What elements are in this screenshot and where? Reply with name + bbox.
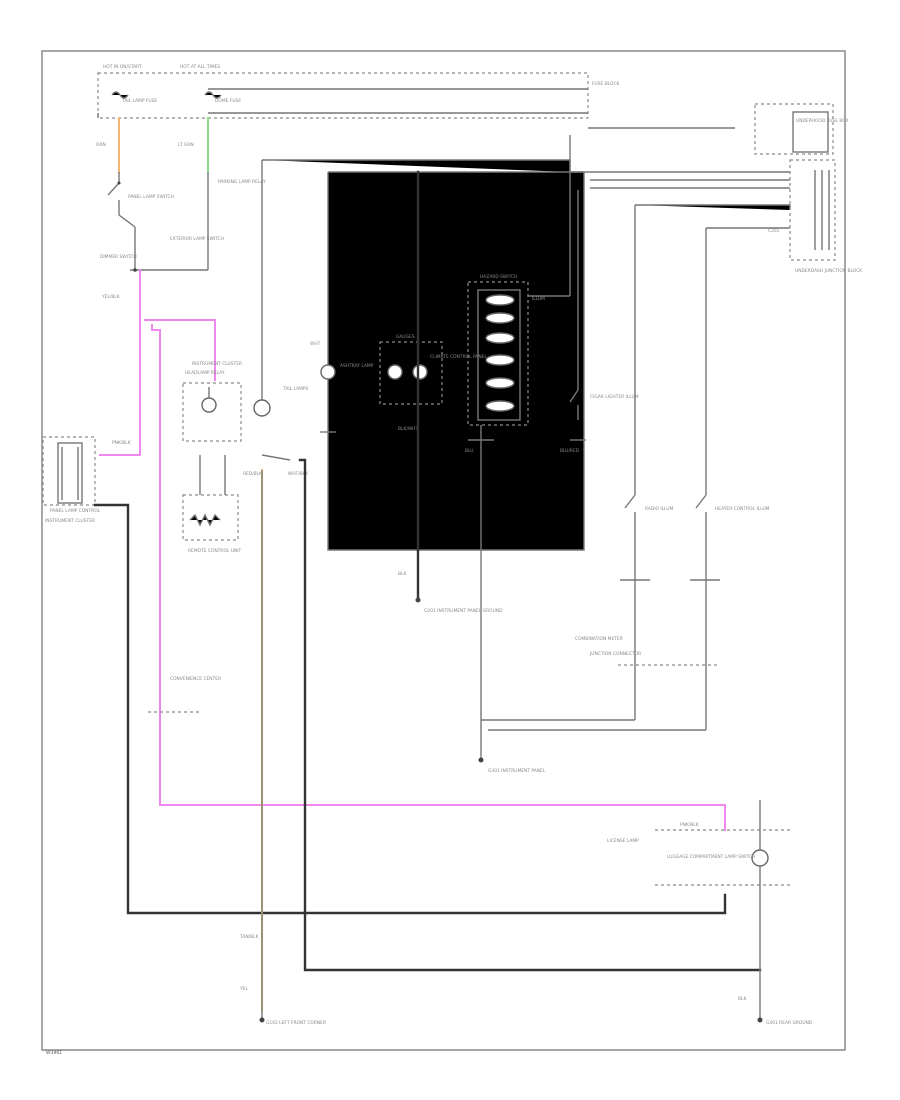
- fuse-block: [97, 72, 589, 119]
- switch-right-b: [624, 494, 636, 650]
- label-relay-caption: REMOTE CONTROL UNIT: [188, 548, 242, 554]
- connector-ticks: [320, 431, 720, 581]
- label-right-box: UNDERDASH JUNCTION BLOCK: [795, 268, 862, 274]
- label-ground-center: G201 INSTRUMENT PANEL GROUND: [424, 608, 503, 614]
- label-fuse-b: DOME FUSE: [215, 98, 241, 104]
- panel-lamp-switch: [107, 172, 136, 270]
- label-right-pins: C201: [768, 228, 780, 234]
- hazard-switch-bank: [467, 281, 529, 426]
- label-center-bulb: ASHTRAY LAMP: [340, 363, 374, 369]
- label-hot-in-on: HOT IN ON/START: [103, 64, 142, 70]
- label-bulb-bank-title: HAZARD SWITCH: [480, 274, 517, 280]
- wire-left-trunk: [93, 503, 727, 915]
- label-right-switch-c: HEATER CONTROL ILLUM: [715, 506, 770, 512]
- label-panel-lamp-switch: PANEL LAMP SWITCH: [128, 194, 174, 200]
- underdash-junction: [754, 103, 836, 261]
- label-right-grp: COMBINATION METER: [575, 636, 623, 642]
- label-pnk-right: PNK/BLK: [680, 822, 699, 828]
- label-blu: BLU: [465, 448, 473, 454]
- label-mid-connector: JUNCTION CONNECTOR: [589, 651, 641, 657]
- label-instrument-cluster-box: INSTRUMENT CLUSTER: [192, 361, 242, 367]
- junction-connector: [480, 650, 718, 760]
- label-ground-mid: G301 INSTRUMENT PANEL: [488, 768, 546, 774]
- headlamp-relay: [182, 382, 242, 541]
- label-right-switch-a: CIGAR LIGHTER ILLUM: [590, 394, 639, 400]
- label-bulb-bank-side: ILLUM: [532, 296, 545, 302]
- label-blk-center: BLK/WHT: [398, 426, 418, 432]
- label-blk-center2: BLK: [398, 571, 406, 577]
- label-fuse-a: TAIL LAMP FUSE: [121, 98, 157, 104]
- diagram-id: W3961: [46, 1050, 62, 1056]
- label-left-connector: CONVENIENCE CENTER: [170, 676, 221, 682]
- label-wht: WHT: [310, 341, 321, 347]
- label-wht-blk: WHT/BLK: [288, 471, 308, 477]
- label-lower-right-b: LUGGAGE COMPARTMENT LAMP SWITCH: [667, 854, 755, 860]
- wire-dimmer-down: [298, 458, 762, 972]
- switch-right-a: [569, 190, 579, 420]
- label-fuse-box-right: UNDERHOOD FUSE BOX: [796, 118, 849, 124]
- climate-control-box: [320, 171, 585, 551]
- label-relay: HEADLAMP RELAY: [185, 370, 225, 376]
- right-wiring: [569, 127, 791, 495]
- label-ic-left-caption: INSTRUMENT CLUSTER: [45, 518, 95, 524]
- label-blk-br: BLK: [738, 996, 746, 1002]
- wire-pink: [99, 269, 726, 831]
- label-blu-red: BLU/RED: [560, 448, 580, 454]
- label-wire-grn: LT GRN: [178, 142, 194, 148]
- switch-right-c: [695, 494, 707, 650]
- label-gauge: GAUGES: [396, 334, 415, 340]
- label-pnk-blk-left: PNK/BLK: [112, 440, 131, 446]
- label-yel-blk: YEL/BLK: [101, 294, 120, 300]
- label-fuse-block: FUSE BLOCK: [592, 81, 620, 87]
- label-tan-blk: TAN/BLK: [239, 934, 259, 940]
- label-tail: TAIL LAMPS: [282, 386, 308, 392]
- label-ground-br: G401 REAR GROUND: [766, 1020, 813, 1026]
- label-ground-bottom: G102 LEFT FRONT CORNER: [266, 1020, 326, 1026]
- label-hot-at-all-times: HOT AT ALL TIMES: [180, 64, 220, 70]
- label-right-switch-b: RADIO ILLUM: [645, 506, 674, 512]
- license-lamp: [655, 800, 790, 1020]
- label-center-box: CLIMATE CONTROL PANEL: [430, 354, 487, 360]
- label-red-blk: RED/BLK: [243, 471, 262, 477]
- label-dimmer-switch: DIMMER SWITCH: [100, 254, 137, 260]
- label-yel-bottom: YEL: [239, 986, 248, 992]
- instrument-cluster-left: [42, 436, 96, 506]
- label-parking-lamp: PARKING LAMP RELAY: [218, 179, 266, 185]
- label-exterior-lamp: EXTERIOR LAMP SWITCH: [170, 236, 224, 242]
- label-wire-orn: ORN: [96, 142, 106, 148]
- diagram-frame: [41, 50, 846, 1051]
- label-ic-inner: PANEL LAMP CONTROL: [50, 508, 101, 514]
- label-lower-right-a: LICENSE LAMP: [607, 838, 639, 844]
